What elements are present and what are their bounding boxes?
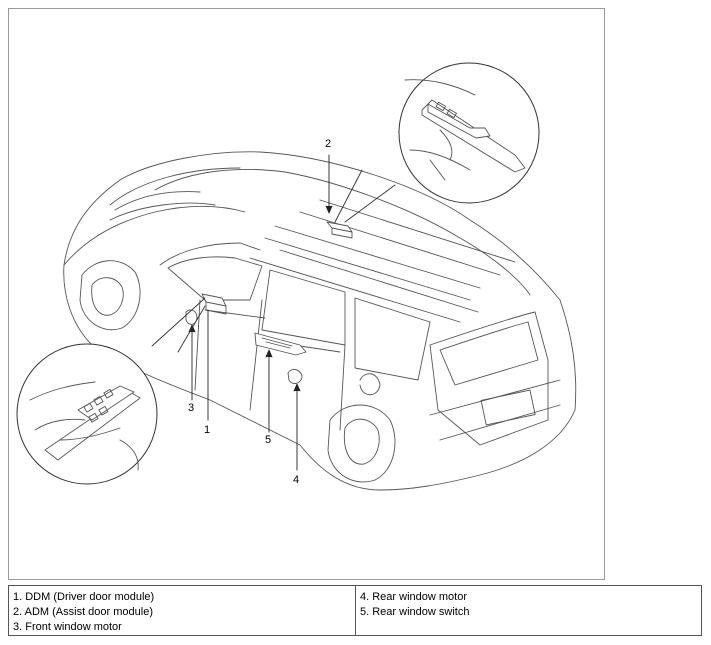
callout-5: 5 <box>265 434 272 446</box>
legend-table: 1. DDM (Driver door module) 2. ADM (Assi… <box>8 585 702 636</box>
legend-item-rear-window-motor: 4. Rear window motor <box>360 591 467 603</box>
ddm-callout-connector <box>151 297 206 353</box>
callout-1: 1 <box>204 424 211 436</box>
quarter-window <box>354 297 431 381</box>
legend-item-adm: 2. ADM (Assist door module) <box>13 606 153 618</box>
front-door-window <box>167 256 263 301</box>
adm-detail-drawing <box>404 79 526 181</box>
callout-4: 4 <box>293 474 300 486</box>
front-window-motor <box>185 309 198 325</box>
vehicle-hood <box>63 205 246 266</box>
front-wheel <box>79 260 141 331</box>
adm-callout-connector <box>334 169 396 223</box>
legend-column-left: 1. DDM (Driver door module) 2. ADM (Assi… <box>9 586 356 635</box>
tailgate <box>429 311 549 446</box>
rear-window-motor <box>287 369 303 384</box>
vehicle-body-outline <box>63 151 577 491</box>
callout-3: 3 <box>188 402 195 414</box>
ddm-detail-drawing <box>29 381 141 471</box>
adm-module <box>326 221 353 233</box>
vehicle-roof <box>154 169 531 296</box>
rear-window-switch <box>254 332 307 356</box>
legend-item-ddm: 1. DDM (Driver door module) <box>13 591 155 603</box>
rear-wheel <box>327 404 396 483</box>
legend-item-rear-window-switch: 5. Rear window switch <box>360 606 470 618</box>
roof-rail <box>264 199 516 301</box>
rear-window <box>439 321 539 386</box>
legend-column-right: 4. Rear window motor 5. Rear window swit… <box>356 586 701 635</box>
vehicle-diagram <box>16 62 577 491</box>
legend-item-front-window-motor: 3. Front window motor <box>13 621 122 633</box>
rear-door-window <box>261 269 346 346</box>
callout-2: 2 <box>325 138 332 150</box>
